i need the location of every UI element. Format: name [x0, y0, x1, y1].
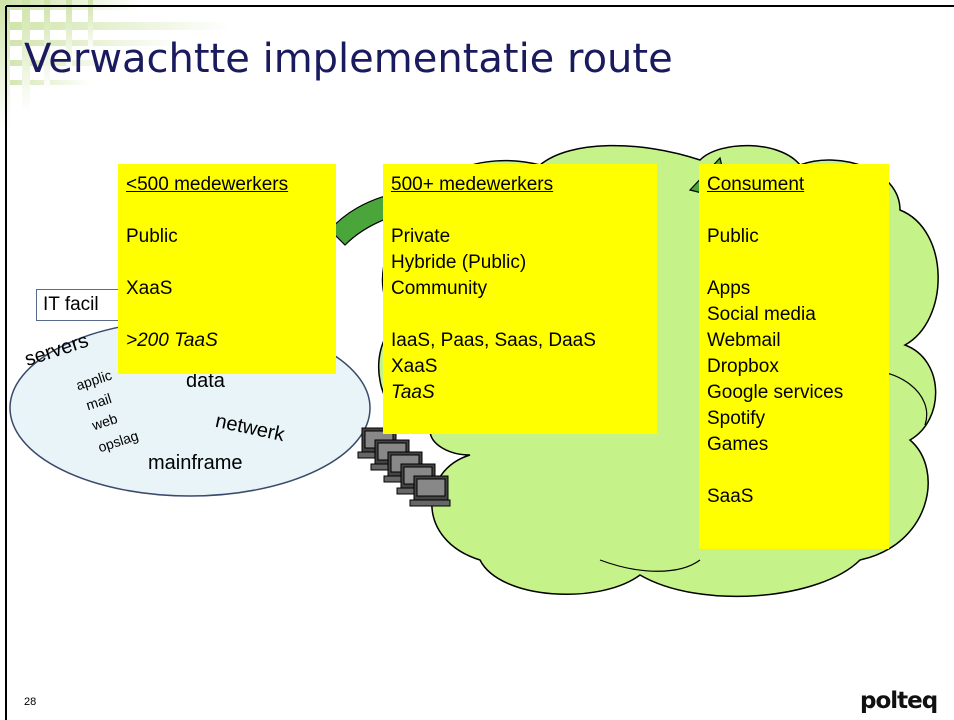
box-line: Google services — [707, 382, 844, 403]
it-facilities-label: IT facil — [36, 289, 122, 321]
page-number: 28 — [24, 696, 37, 708]
slide-title: Verwachtte implementatie route — [24, 36, 673, 82]
box-heading: 500+ medewerkers — [391, 174, 554, 195]
computer-stack-icon — [357, 427, 451, 507]
box-large-companies: 500+ medewerkers Private Hybride (Public… — [383, 164, 657, 434]
box-line: Apps — [707, 278, 751, 299]
polteq-logo: polteq — [860, 688, 938, 714]
box-line: >200 TaaS — [126, 330, 218, 351]
box-line: Community — [391, 278, 488, 299]
box-line: Hybride (Public) — [391, 252, 527, 273]
box-line: Games — [707, 434, 769, 455]
box-line: Dropbox — [707, 356, 779, 377]
box-line: Public — [707, 226, 759, 247]
box-line: SaaS — [707, 486, 754, 507]
box-line: IaaS, Paas, Saas, DaaS — [391, 330, 596, 351]
box-consumer: Consument Public Apps Social media Webma… — [699, 164, 889, 549]
ellipse-word-mainframe: mainframe — [148, 452, 243, 474]
box-heading: <500 medewerkers — [126, 174, 289, 195]
box-line: Webmail — [707, 330, 781, 351]
box-line: Social media — [707, 304, 816, 325]
box-heading: Consument — [707, 174, 805, 195]
box-line: Spotify — [707, 408, 766, 429]
box-line: XaaS — [391, 356, 438, 377]
box-line: XaaS — [126, 278, 173, 299]
box-line: Private — [391, 226, 451, 247]
box-line: Public — [126, 226, 178, 247]
ellipse-word-data: data — [186, 370, 225, 392]
box-small-companies: <500 medewerkers Public XaaS >200 TaaS — [118, 164, 336, 374]
box-line: TaaS — [391, 382, 435, 403]
